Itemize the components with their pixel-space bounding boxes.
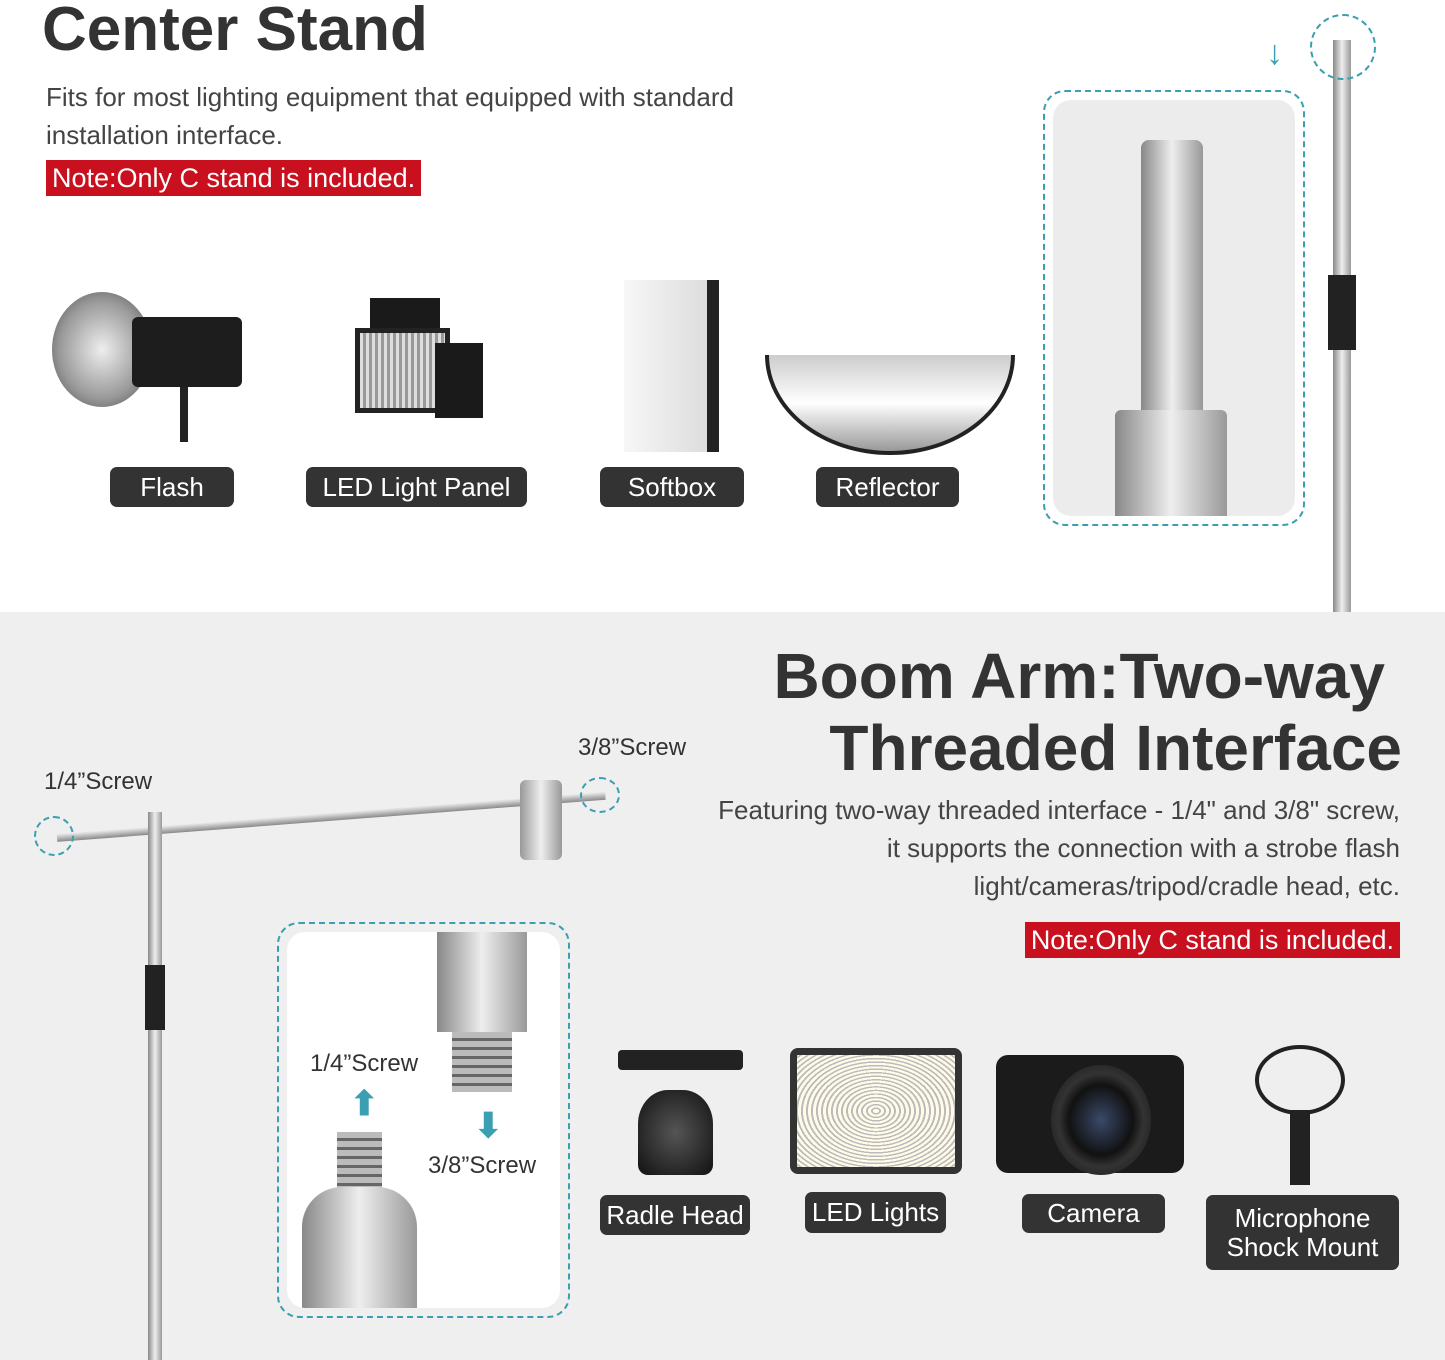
label-reflector: Reflector: [816, 467, 959, 507]
boom-stand-grip: [145, 965, 165, 1030]
thread-detail-frame: [277, 922, 570, 1318]
shock-mount-image: [1250, 1040, 1350, 1185]
camera-image: [996, 1025, 1184, 1180]
quarter-screw-circle: [34, 816, 74, 856]
label-camera: Camera: [1022, 1194, 1165, 1233]
led-lights-image: [790, 1048, 962, 1174]
label-softbox: Softbox: [600, 467, 744, 507]
boom-description: Featuring two-way threaded interface - 1…: [718, 795, 1400, 901]
arrow-up-icon: ⬆: [350, 1085, 379, 1123]
boom-stand-pole: [148, 812, 162, 1360]
label-three-eighth-screw: 3/8”Screw: [578, 734, 687, 761]
label-flash: Flash: [110, 467, 234, 507]
highlight-circle: [1310, 14, 1376, 80]
ball-head-image: [608, 1050, 743, 1175]
thread-label-quarter: 1/4”Screw: [310, 1050, 419, 1077]
label-led-lights: LED Lights: [805, 1192, 946, 1233]
boom-title-line2: Threaded Interface: [829, 712, 1402, 784]
center-stand-title: Center Stand: [42, 0, 428, 64]
boom-title-line1: Boom Arm:Two-way: [773, 640, 1385, 712]
center-note: Note:Only C stand is included.: [46, 160, 422, 196]
boom-clamp-image: [520, 780, 562, 860]
boom-note: Note:Only C stand is included.: [1024, 922, 1400, 958]
led-panel-image: [340, 298, 485, 448]
arrow-down-icon: ⬇: [474, 1107, 503, 1145]
label-led-light-panel: LED Light Panel: [306, 467, 527, 507]
center-stand-description: Fits for most lighting equipment that eq…: [46, 82, 734, 150]
label-radle-head: Radle Head: [600, 1195, 750, 1235]
three-eighth-screw-circle: [580, 777, 620, 813]
zoom-detail-frame: [1043, 90, 1305, 526]
label-microphone-shock-mount: Microphone Shock Mount: [1206, 1195, 1399, 1270]
arrow-down-icon: ↓: [1266, 34, 1283, 72]
stand-grip: [1328, 275, 1356, 350]
softbox-image: [624, 280, 719, 452]
thread-label-three-eighth: 3/8”Screw: [428, 1152, 537, 1179]
boom-arm-section: [0, 612, 1445, 1360]
flash-image: [52, 292, 242, 442]
label-quarter-screw: 1/4”Screw: [44, 768, 153, 795]
